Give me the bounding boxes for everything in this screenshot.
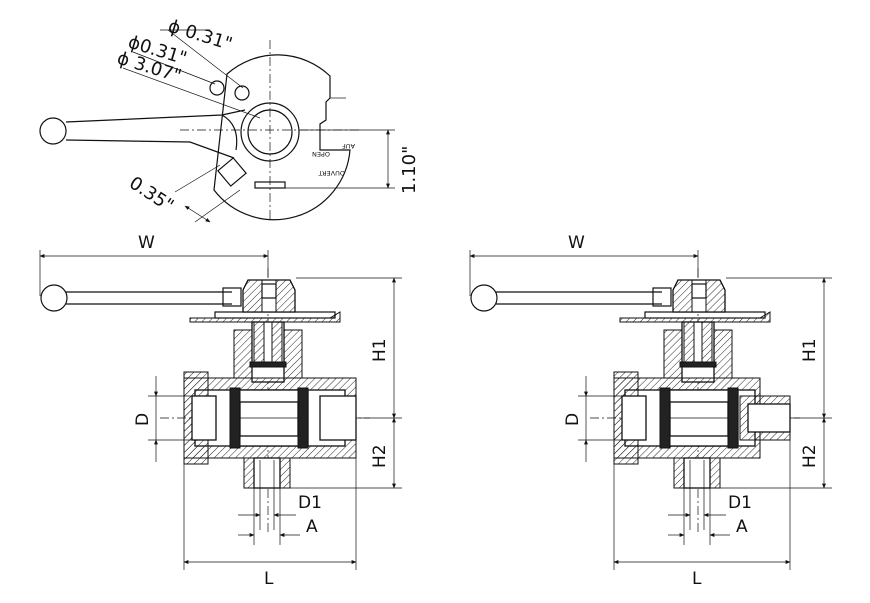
lever-handle [39, 109, 246, 159]
height-dim-label: 1.10" [399, 146, 420, 194]
slot-width-label: 0.35" [125, 173, 177, 217]
label-open: OPEN [312, 150, 330, 158]
right-h1-label: H1 [800, 338, 820, 362]
top-view: ϕ 0.31" ϕ0.31" ϕ 3.07" 0.35" 1.10" OPEN … [39, 16, 420, 223]
right-a-label: A [736, 517, 748, 537]
left-d1-label: D1 [298, 493, 322, 513]
left-w-label: W [138, 233, 155, 253]
label-auf: AUF [342, 142, 355, 150]
right-d1-label: D1 [728, 493, 752, 513]
right-h2-label: H2 [800, 444, 820, 468]
right-l-label: L [692, 569, 702, 589]
right-w-label: W [568, 233, 585, 253]
label-ouvert: OUVERT [319, 169, 345, 177]
right-d-label: D [563, 413, 583, 426]
left-l-label: L [264, 569, 274, 589]
left-h2-label: H2 [370, 444, 390, 468]
left-h1-label: H1 [370, 338, 390, 362]
left-a-label: A [306, 517, 318, 537]
left-d-label: D [133, 413, 153, 426]
right-valve-section: W H1 H2 D D1 A L [469, 233, 832, 589]
left-valve-section: W H1 H2 D D1 A L [39, 233, 402, 589]
